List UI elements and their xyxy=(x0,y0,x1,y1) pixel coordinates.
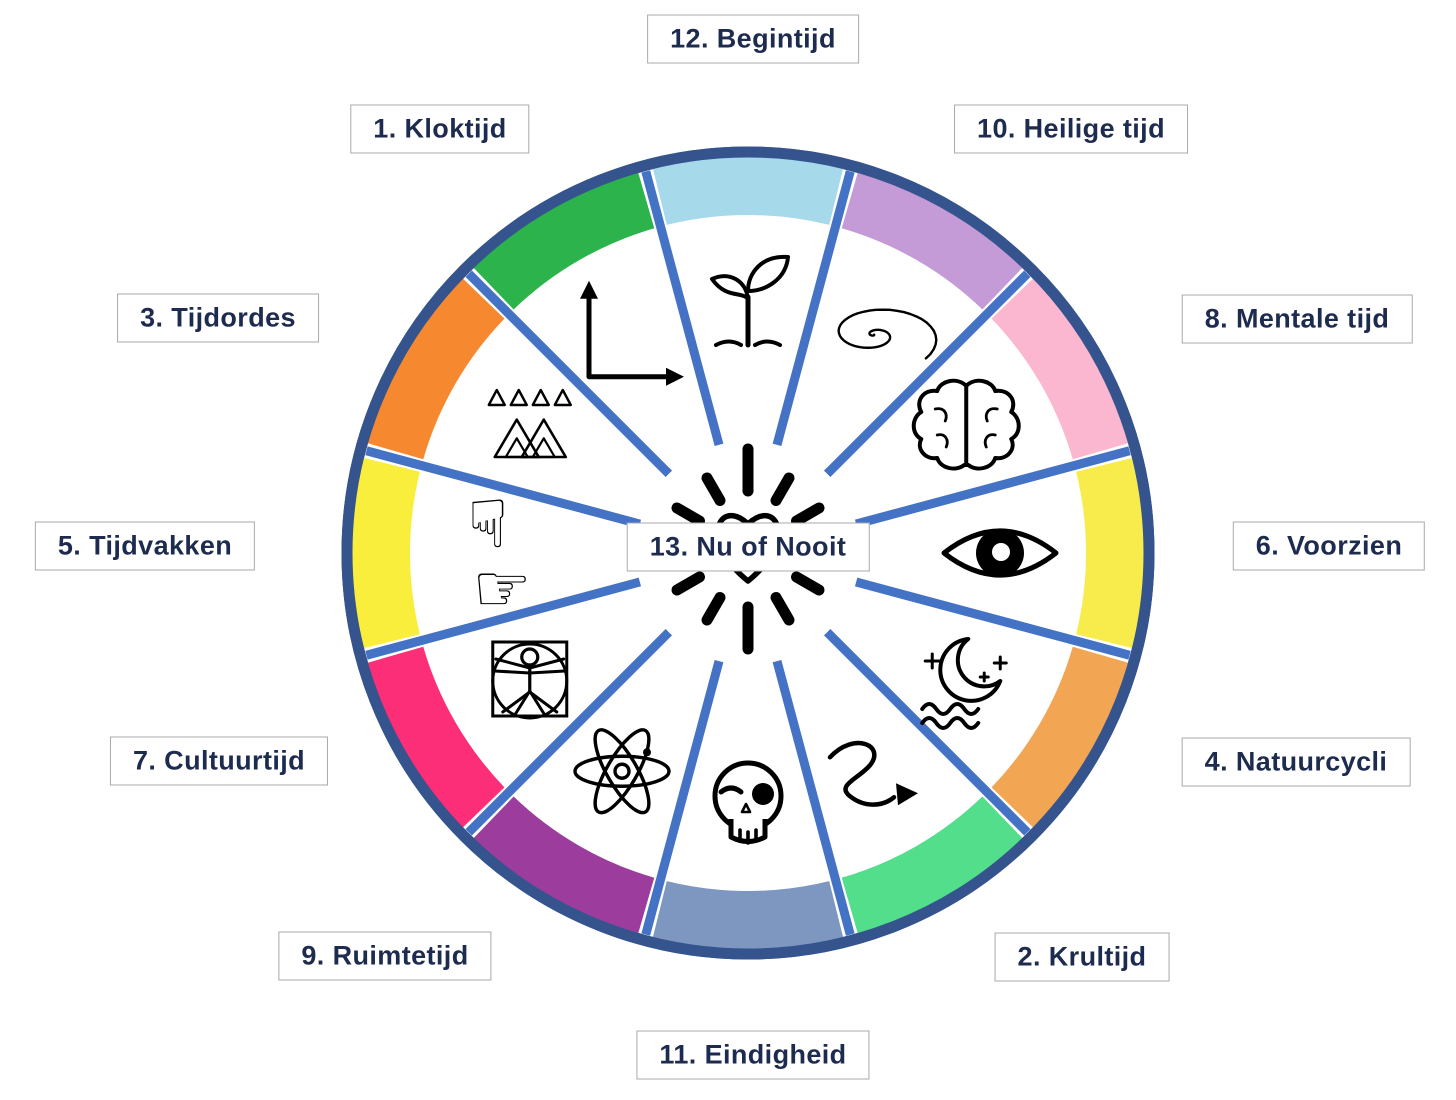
segment-arc-5 xyxy=(841,796,1023,934)
galaxy-icon xyxy=(837,308,938,360)
svg-text:☞: ☞ xyxy=(472,550,531,627)
eye-icon xyxy=(941,528,1059,578)
vitruvian-man-icon xyxy=(491,640,569,720)
sprout-icon xyxy=(710,254,790,348)
segment-arc-8 xyxy=(367,646,505,828)
segment-arc-1 xyxy=(841,172,1023,310)
segment-arc-0 xyxy=(652,156,844,225)
segment-arc-11 xyxy=(473,172,655,310)
moon-night-icon xyxy=(920,637,1008,730)
segment-arc-2 xyxy=(991,278,1129,460)
segment-arc-6 xyxy=(652,881,844,949)
axis-arrows-icon xyxy=(580,280,684,386)
center-label: 13. Nu of Nooit xyxy=(626,522,870,572)
atom-icon xyxy=(573,728,671,815)
segment-arc-3 xyxy=(1076,457,1144,649)
hands-icon: ☟☞ xyxy=(468,486,532,627)
segment-arc-10 xyxy=(367,278,505,460)
segment-arc-4 xyxy=(991,646,1129,828)
curly-arrow-icon xyxy=(827,740,918,807)
brain-icon xyxy=(911,378,1021,471)
svg-text:☟: ☟ xyxy=(468,486,508,563)
segment-arc-9 xyxy=(352,457,420,649)
segment-arc-7 xyxy=(473,796,655,934)
triangles-icon xyxy=(487,388,572,459)
skull-icon xyxy=(712,760,784,845)
